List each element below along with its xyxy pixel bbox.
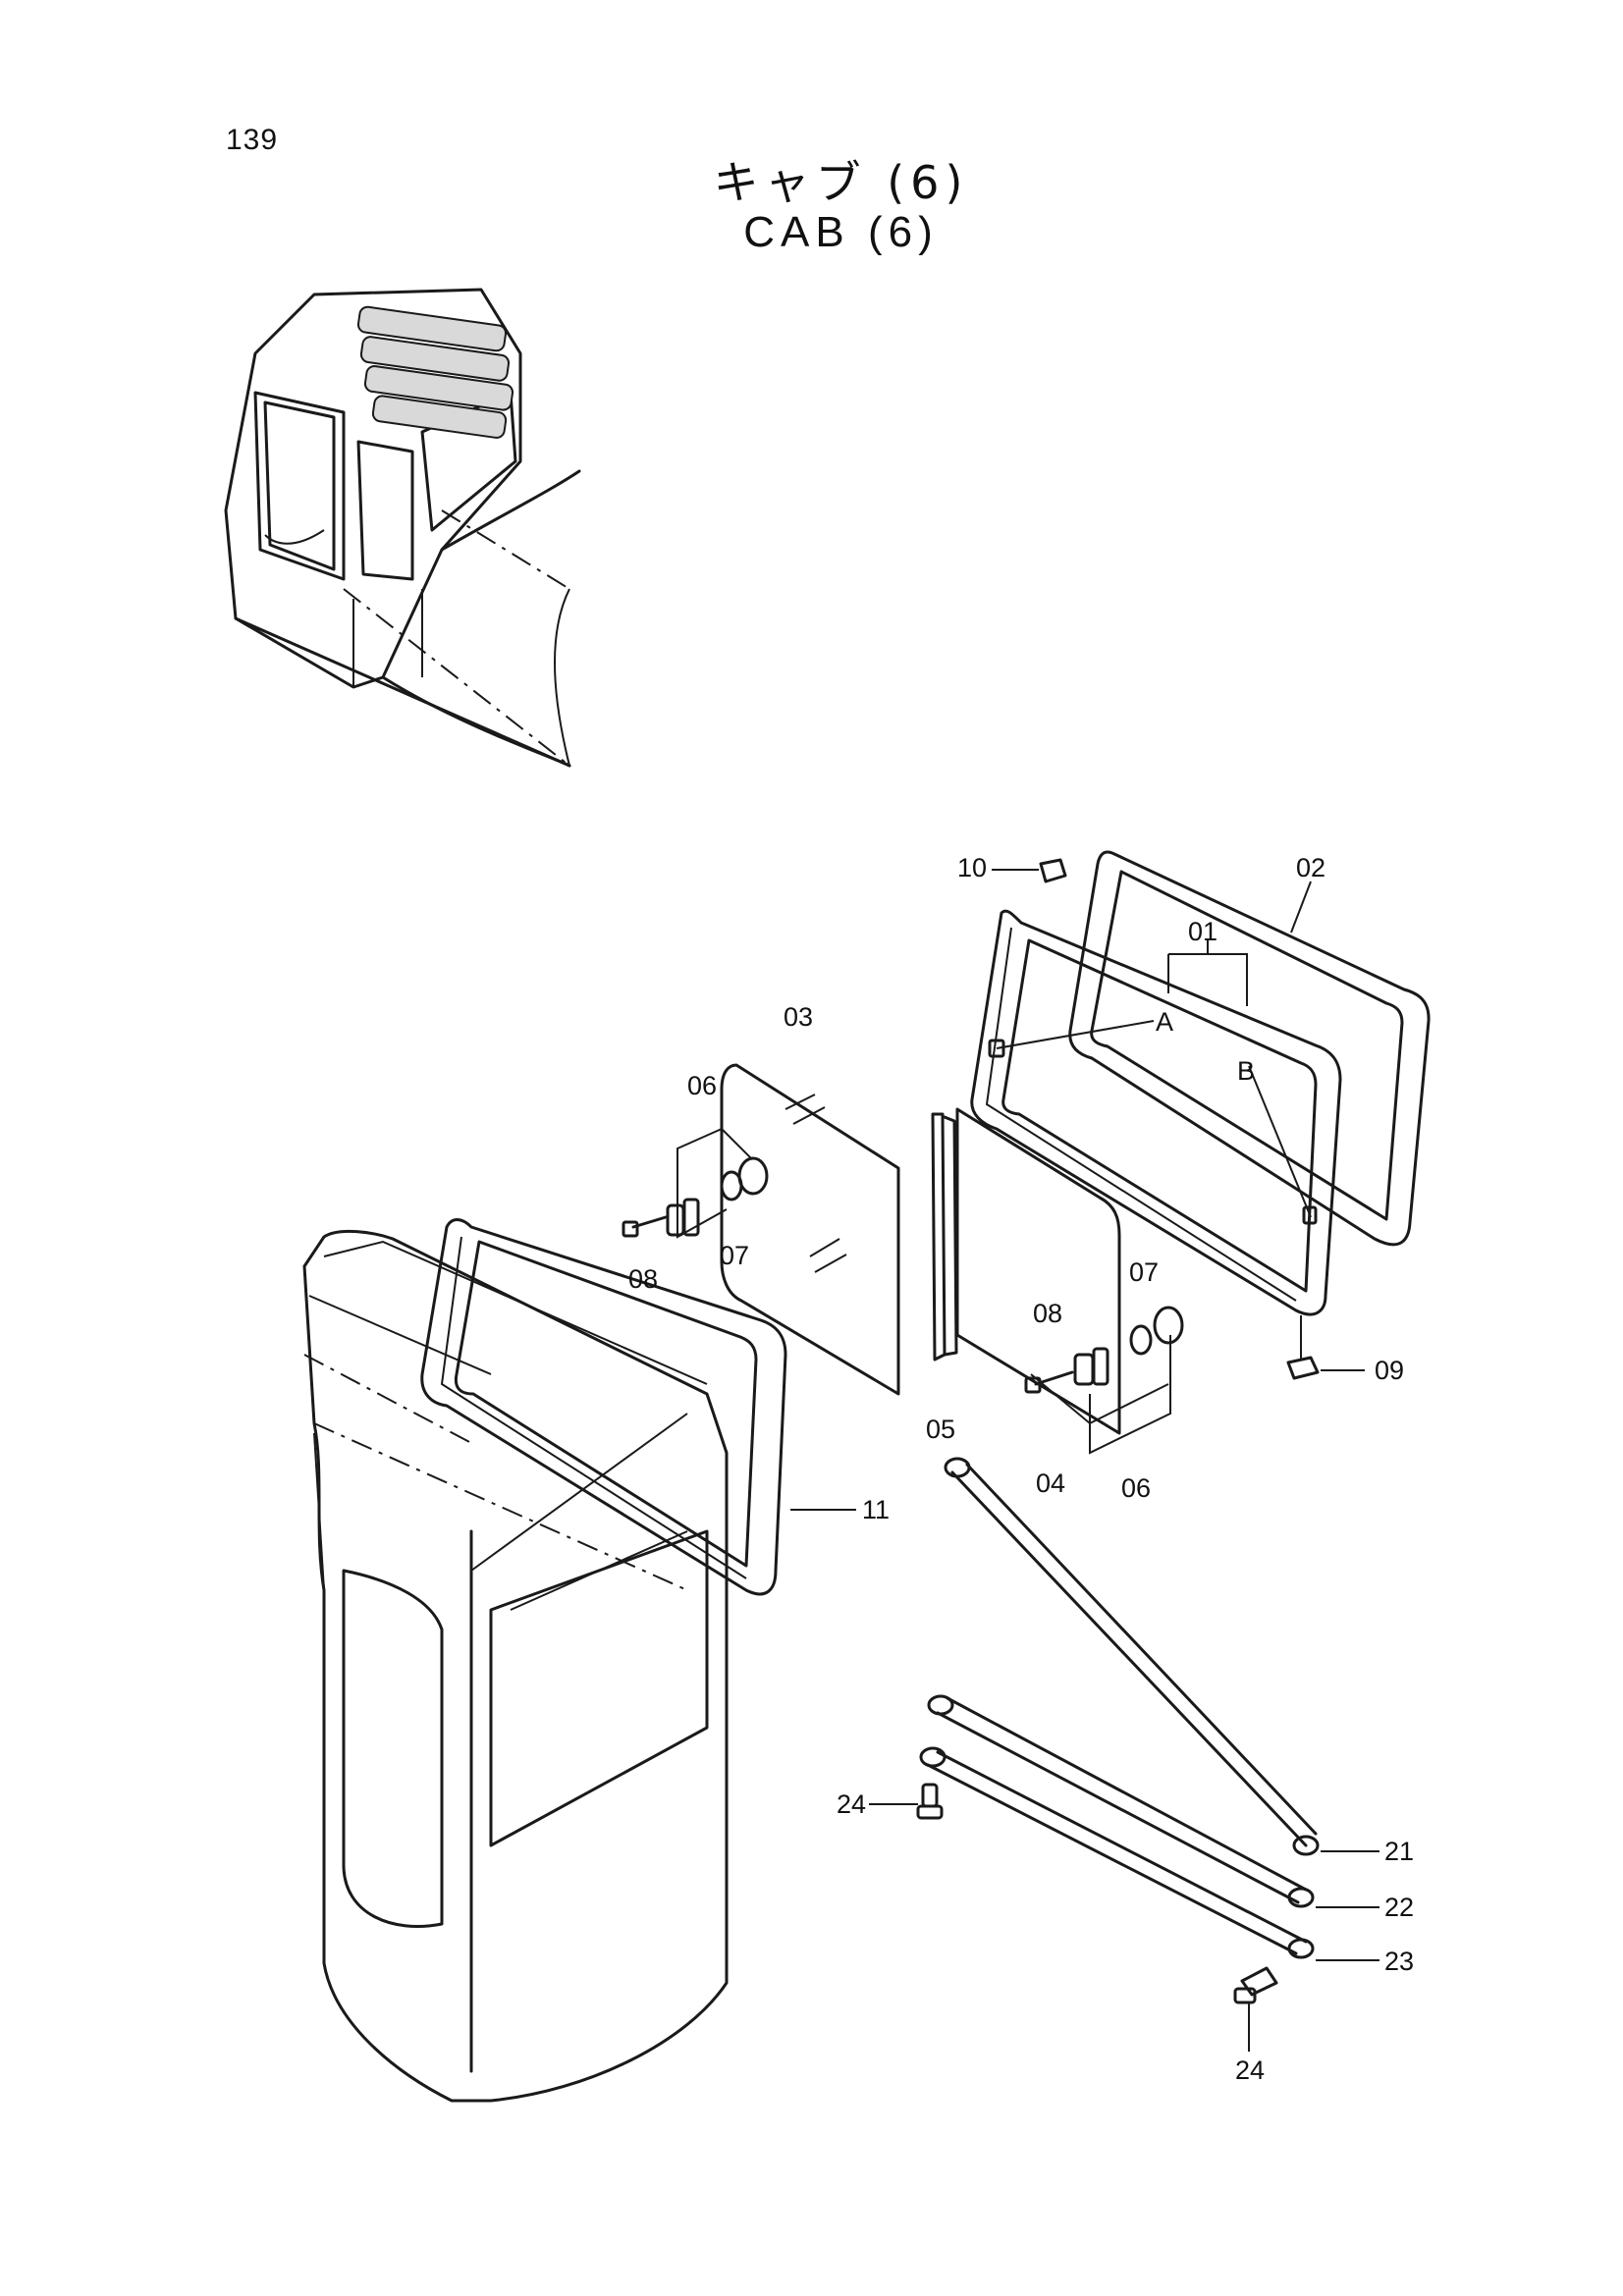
part-10-stopper — [992, 858, 1067, 883]
callout-08-right: 08 — [1033, 1299, 1062, 1328]
callout-A: A — [1156, 1007, 1173, 1037]
part-23-rod — [919, 1746, 1380, 1961]
part-05-strip — [931, 1112, 958, 1362]
callout-22: 22 — [1384, 1893, 1414, 1922]
callout-24-left: 24 — [837, 1789, 866, 1819]
callout-06-right: 06 — [1121, 1473, 1151, 1503]
part-09-stopper — [1286, 1315, 1365, 1380]
part-01-frame — [970, 909, 1342, 1316]
callout-09: 09 — [1375, 1356, 1404, 1385]
callout-05: 05 — [926, 1415, 955, 1444]
callout-10: 10 — [957, 853, 987, 882]
callout-labels: 10 02 01 A B 03 06 07 08 07 08 09 05 04 … — [628, 853, 1414, 2085]
part-11-seal — [420, 1218, 856, 1596]
page-number: 139 — [226, 124, 279, 156]
callout-06-left: 06 — [687, 1071, 717, 1100]
latch-assembly-left — [622, 1128, 769, 1239]
part-03-glass — [720, 1063, 900, 1396]
callout-07-right: 07 — [1129, 1257, 1159, 1287]
callout-03: 03 — [784, 1002, 813, 1032]
callout-23: 23 — [1384, 1947, 1414, 1976]
latch-assembly-right — [1024, 1306, 1184, 1455]
callout-11: 11 — [862, 1495, 890, 1524]
part-21-rod — [944, 1457, 1380, 1856]
callout-04: 04 — [1036, 1468, 1065, 1498]
overview-cab-illustration — [224, 288, 581, 768]
page-title-japanese: キャブ (6) — [713, 156, 969, 209]
cab-body — [302, 1229, 729, 2103]
callout-08-left: 08 — [628, 1264, 658, 1294]
callout-07-left: 07 — [720, 1241, 749, 1270]
callout-21: 21 — [1384, 1837, 1414, 1866]
page-title-english: CAB (6) — [743, 208, 939, 256]
part-24-bolt-lower — [1233, 1966, 1278, 2052]
part-24-bolt-upper — [869, 1783, 944, 1820]
callout-02: 02 — [1296, 853, 1325, 882]
callout-24-bottom: 24 — [1235, 2056, 1265, 2085]
callout-01: 01 — [1188, 917, 1217, 946]
part-02-seal — [1068, 850, 1431, 1247]
callout-B: B — [1237, 1056, 1255, 1086]
part-22-rod — [927, 1694, 1380, 1908]
